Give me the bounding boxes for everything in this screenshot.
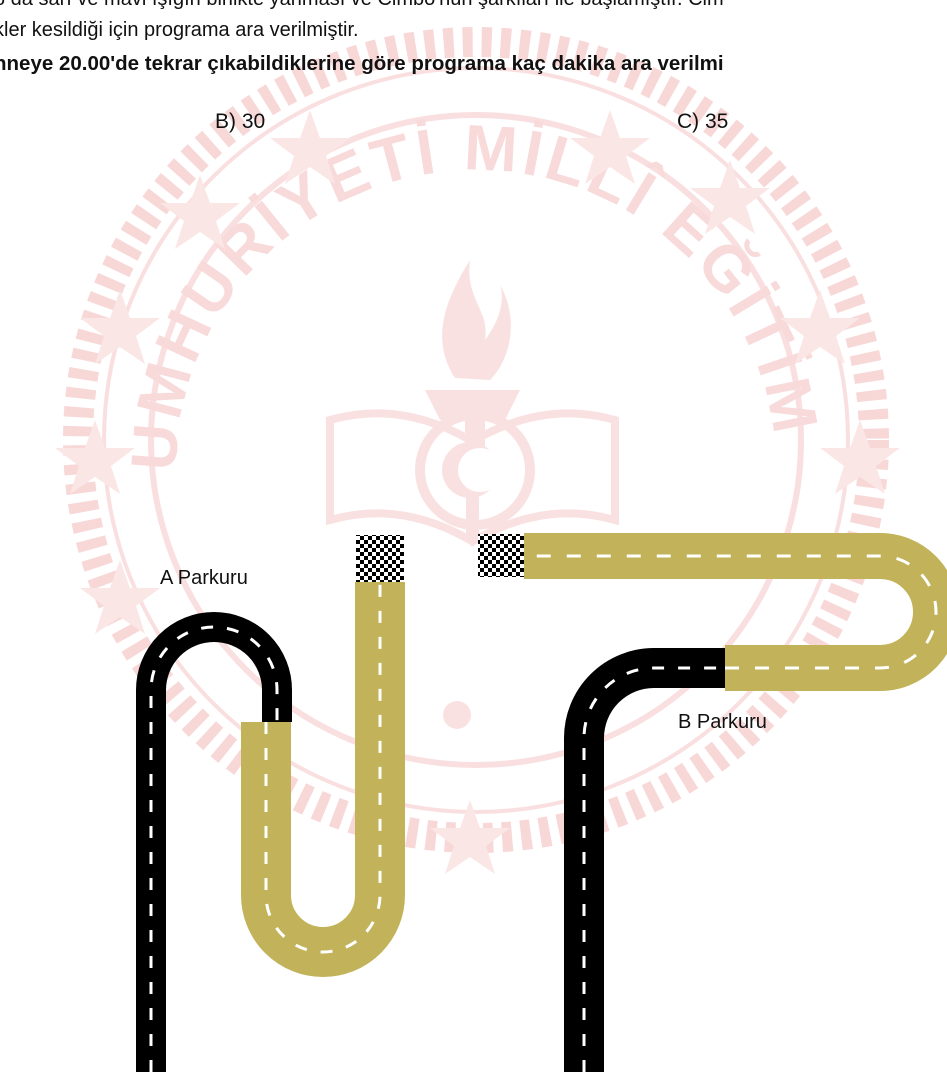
option-c[interactable]: C) 35 xyxy=(677,110,729,133)
track-b-light-segment xyxy=(524,533,947,691)
track-a-finish-flag xyxy=(356,535,404,582)
ministry-seal-watermark: TÜRKİYE CUMHURİYETİ MİLLÎ EĞİTİM BAKANLI… xyxy=(0,0,900,874)
question-text-line-2: kler kesildiği için programa ara verilmi… xyxy=(0,19,359,41)
question-prompt: hneye 20.00'de tekrar çıkabildiklerine g… xyxy=(0,52,724,75)
track-b-label: B Parkuru xyxy=(678,711,767,733)
track-a xyxy=(136,535,405,1072)
option-b[interactable]: B) 30 xyxy=(215,110,266,133)
track-a-label: A Parkuru xyxy=(160,567,248,589)
track-a-light-segment xyxy=(241,582,405,977)
track-b-finish-flag xyxy=(478,534,524,577)
track-b xyxy=(478,533,947,1072)
question-text-line-1: b da sarı ve mavi ışığın birlikte yanmas… xyxy=(0,0,724,11)
